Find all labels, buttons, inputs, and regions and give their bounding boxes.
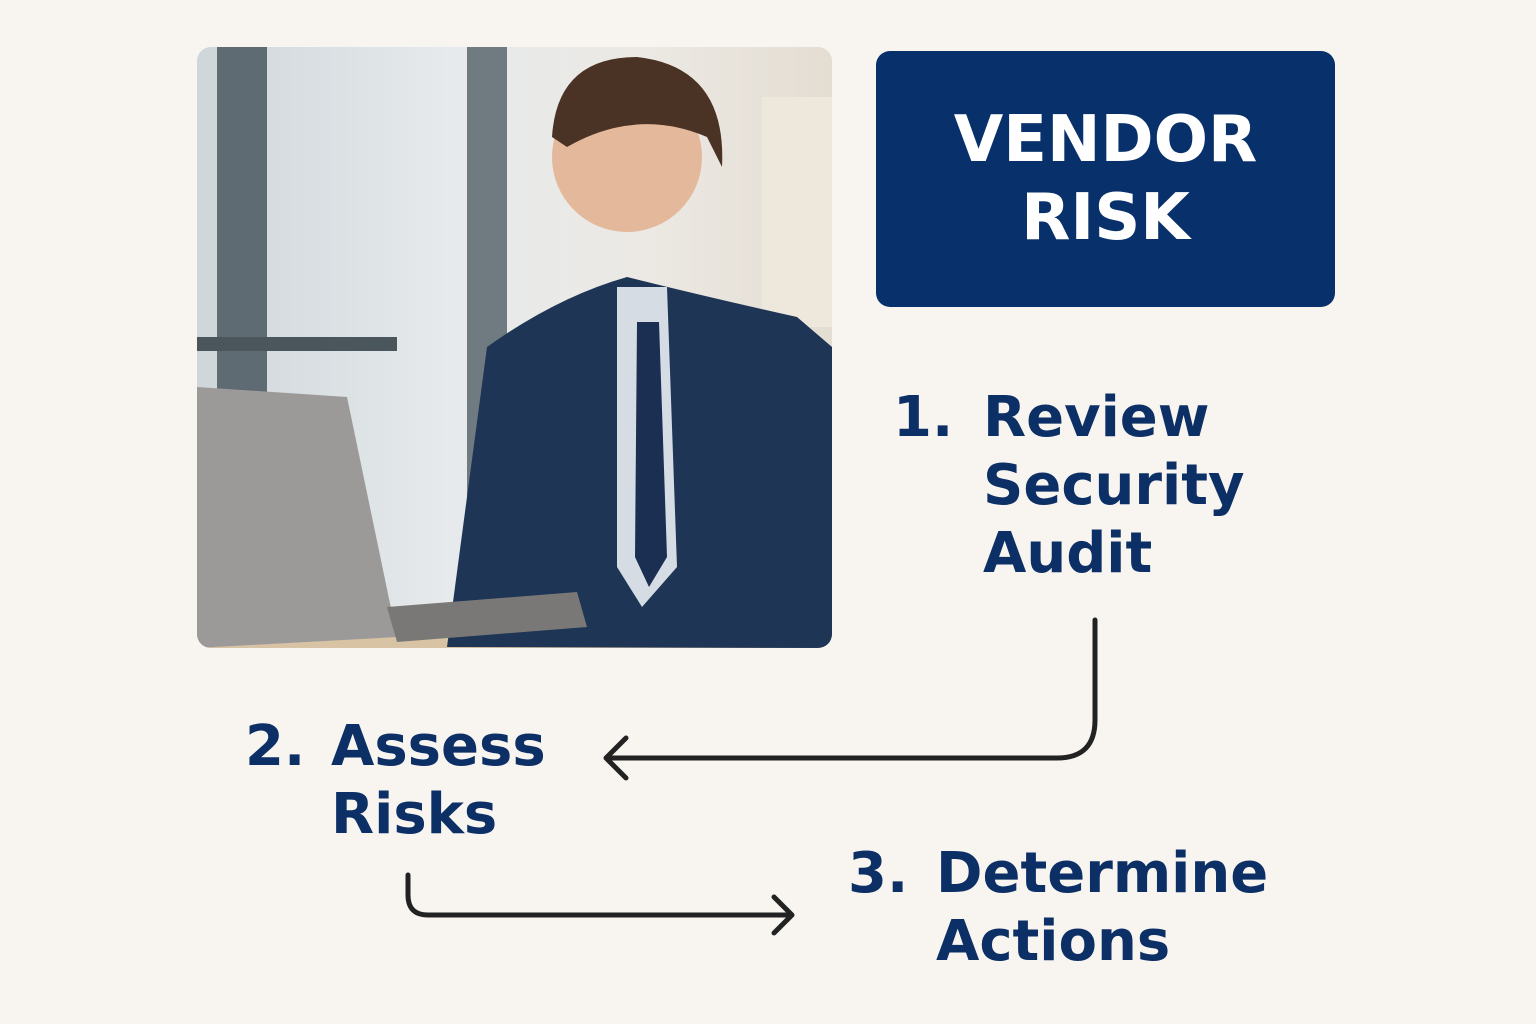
step-text: Audit	[983, 521, 1153, 586]
photo-illustration	[197, 47, 832, 648]
businessman-laptop-photo	[197, 47, 832, 648]
step-number: 3.	[848, 841, 909, 906]
vendor-risk-title-badge: VENDOR RISK	[876, 51, 1335, 307]
step-number: 1.	[893, 385, 954, 450]
step-text: Determine	[936, 841, 1269, 906]
step-text: Risks	[331, 782, 498, 847]
step-text: Security	[983, 453, 1245, 518]
step-text: Review	[983, 385, 1210, 450]
step-text: Actions	[936, 909, 1171, 974]
step-number: 2.	[245, 714, 306, 779]
arrow-step2-to-step3	[405, 872, 795, 936]
title-line-2: RISK	[1021, 181, 1190, 255]
step-text: Assess	[331, 714, 546, 779]
title-line-1: VENDOR	[953, 103, 1258, 177]
arrow-step1-to-step2	[603, 617, 1098, 781]
